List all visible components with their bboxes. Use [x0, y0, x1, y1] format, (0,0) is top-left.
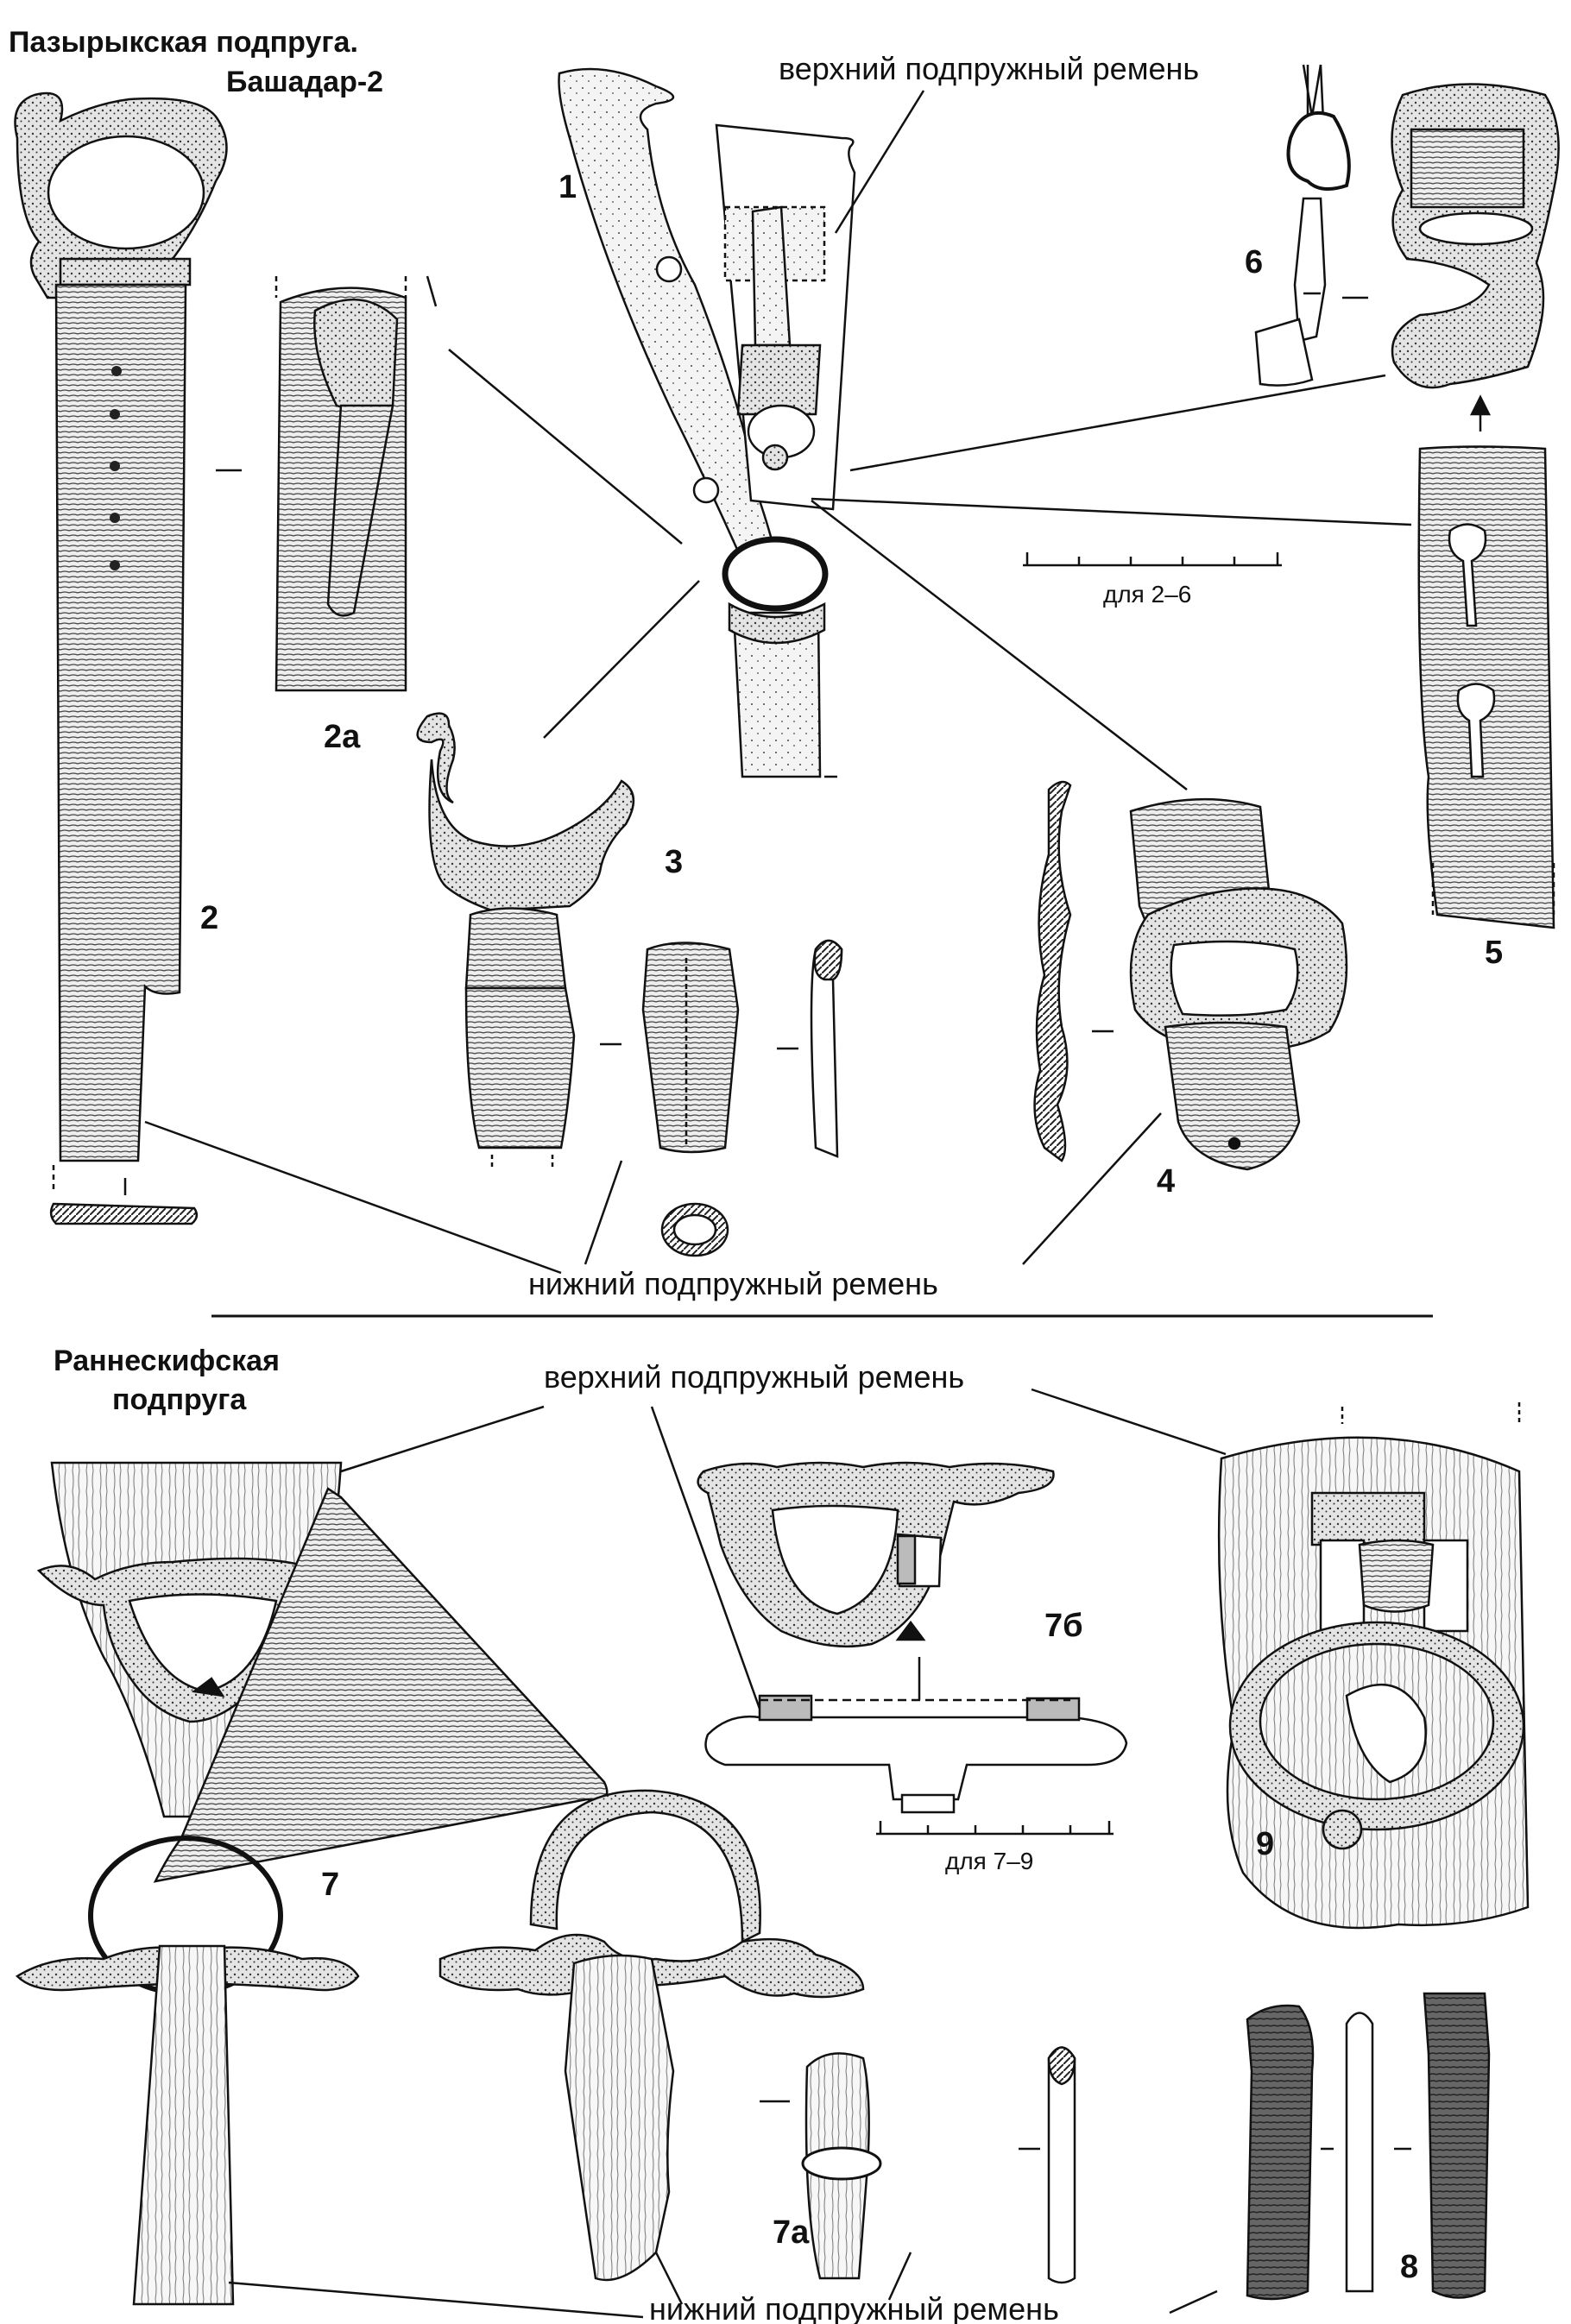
item-3-hook-and-strap — [416, 712, 843, 1257]
item-8-strap-fragments — [1246, 1992, 1491, 2301]
figure-number-7a: 7а — [773, 2214, 810, 2251]
item-5-strap-with-holes — [1417, 445, 1555, 929]
bottom-lower-strap-label: нижний подпружный ремень — [649, 2291, 1059, 2324]
scale-label-2-6: для 2–6 — [1103, 581, 1192, 608]
figure-number-4: 4 — [1157, 1163, 1176, 1200]
top-title-line1: Пазырыкская подпруга. — [9, 26, 358, 59]
bottom-title-line1: Раннескифская — [54, 1345, 280, 1377]
scale-bar-2-6 — [1023, 552, 1282, 567]
figure-number-7: 7 — [321, 1867, 340, 1903]
figure-number-1: 1 — [558, 169, 577, 205]
bottom-upper-strap-label: верхний подпружный ремень — [544, 1359, 965, 1395]
top-title-line2: Башадар-2 — [226, 66, 384, 98]
figure-number-2a: 2а — [324, 719, 361, 755]
item-4-buckle-with-strap — [1033, 780, 1348, 1171]
scale-bar-7-9 — [876, 1821, 1114, 1836]
item-2a-strap-fragment — [274, 275, 438, 692]
item-9-buckle-on-strap — [1217, 1402, 1530, 1930]
item-6-hook-profile — [1254, 64, 1351, 387]
figure-number-8: 8 — [1400, 2249, 1419, 2285]
bottom-title-line2: подпруга — [112, 1383, 247, 1416]
figure-number-7b: 7б — [1044, 1608, 1083, 1644]
figure-number-2: 2 — [200, 900, 219, 936]
item-6-hook-front — [1342, 83, 1560, 431]
figure-number-3: 3 — [665, 844, 684, 880]
figure-number-6: 6 — [1245, 244, 1264, 280]
item-1-girth-reconstruction — [558, 67, 856, 778]
figure-number-9: 9 — [1256, 1826, 1275, 1862]
item-7-girth-reconstruction — [16, 1461, 609, 2306]
item-2-strap-with-buckle — [14, 91, 242, 1225]
item-7b-buckle-top-and-profile — [697, 1461, 1128, 1814]
bottom-leader-lines — [228, 1388, 1227, 2319]
top-upper-strap-label: верхний подпружный ремень — [779, 51, 1200, 86]
scale-label-7-9: для 7–9 — [945, 1848, 1034, 1874]
figure-number-5: 5 — [1485, 935, 1504, 971]
top-lower-strap-label: нижний подпружный ремень — [528, 1266, 938, 1301]
top-leader-lines — [144, 90, 1412, 1275]
item-7a-buckle-with-strap — [438, 1789, 1076, 2284]
